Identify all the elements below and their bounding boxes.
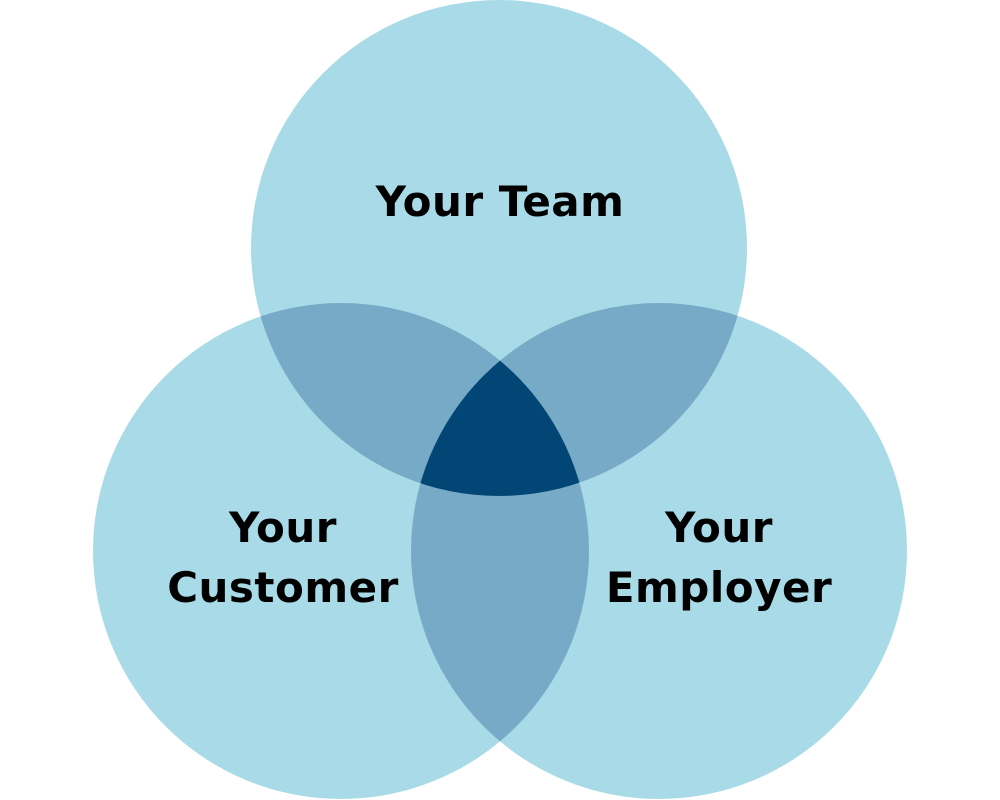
label-line: Your Team <box>375 177 625 226</box>
label-your-team: Your Team <box>300 172 700 232</box>
label-line: Your <box>228 503 338 552</box>
label-line: Your <box>664 503 774 552</box>
label-your-employer: Your Employer <box>569 498 869 618</box>
overlap-center <box>411 303 589 496</box>
label-line: Employer <box>605 563 833 612</box>
label-your-customer: Your Customer <box>133 498 433 618</box>
label-line: Customer <box>167 563 399 612</box>
